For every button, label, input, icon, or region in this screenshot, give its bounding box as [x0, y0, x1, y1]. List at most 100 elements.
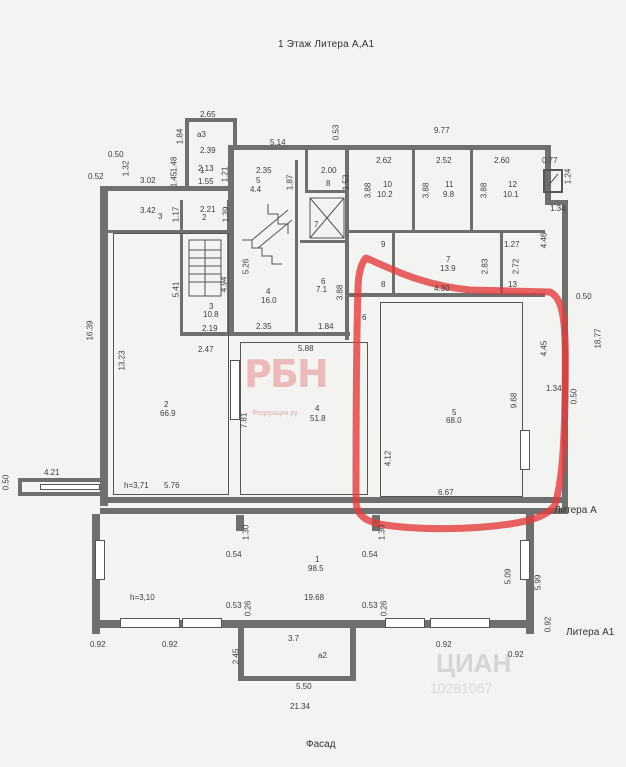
wall: [228, 145, 548, 150]
wall: [228, 145, 234, 335]
dim: 6.67: [438, 488, 454, 497]
dim: 1.55: [198, 177, 214, 186]
dim: 21.34: [290, 702, 311, 711]
cian-id-watermark: 10281067: [430, 680, 493, 696]
dim: 0.26: [379, 600, 389, 617]
dim: 5.09: [503, 568, 513, 585]
dim: 1.87: [285, 174, 295, 191]
staircase-icon: [188, 239, 222, 297]
room-4b-area: 51.8: [310, 414, 326, 423]
wall: [526, 514, 534, 634]
dim: 2.35: [256, 166, 272, 175]
dim: 3.7: [288, 634, 300, 643]
room-4-area: 16.0: [261, 296, 277, 305]
window: [520, 540, 530, 580]
dim: 1.27: [504, 240, 520, 249]
wall: [345, 230, 545, 233]
dim: 2.47: [198, 345, 214, 354]
dim: 18.77: [593, 328, 603, 349]
dim: 1.34: [550, 204, 566, 213]
wall: [392, 233, 395, 293]
dim: 19.68: [304, 593, 325, 602]
wall: [238, 676, 356, 681]
dim: 9.68: [509, 392, 519, 409]
window: [40, 484, 100, 490]
window: [520, 430, 530, 470]
dim: 5.50: [296, 682, 312, 691]
litera-a-label: Литера А: [554, 505, 597, 516]
wall: [470, 150, 473, 230]
wall: [180, 332, 350, 336]
small-stair-icon: [543, 169, 563, 193]
dim: 1.45: [169, 171, 179, 188]
wall: [100, 508, 568, 514]
dim: 1.48: [169, 156, 179, 173]
wall: [100, 186, 108, 506]
room-3-area: 10.8: [203, 310, 219, 319]
dim: 2.52: [436, 156, 452, 165]
window: [385, 618, 425, 628]
room-8-small-num: 8: [326, 179, 331, 188]
dim: 2.39: [200, 146, 216, 155]
wall: [545, 200, 565, 205]
dim: 2.13: [198, 164, 214, 173]
wall: [238, 628, 244, 680]
dim: 1.84: [175, 128, 185, 145]
dim: 3.88: [479, 182, 489, 199]
dim: 1.30: [241, 524, 251, 541]
room-2-outline: [113, 233, 229, 495]
dim: 2.83: [480, 258, 490, 275]
dim: 5.88: [298, 344, 314, 353]
litera-a1-label: Литера А1: [566, 627, 615, 638]
room-5b-num: 5: [452, 408, 457, 417]
room-1-area: 98.5: [308, 564, 324, 573]
wall: [545, 145, 551, 205]
dim: 0.77: [542, 156, 558, 165]
dim: 2.45: [231, 648, 241, 665]
dim: 4.94: [219, 276, 229, 293]
dim: 0.53: [226, 601, 242, 610]
room-7-small-num: 7: [314, 220, 319, 229]
room-9-num: 9: [381, 240, 386, 249]
dim: 0.92: [436, 640, 452, 649]
cian-watermark: ЦИАН: [436, 648, 512, 678]
dim: 2.35: [256, 322, 272, 331]
dim: 2.65: [200, 110, 216, 119]
window: [182, 618, 222, 628]
room-11-num: 11: [445, 180, 454, 189]
wall: [500, 233, 503, 293]
room-4-outline: [240, 342, 368, 495]
dim: 3.88: [335, 284, 345, 301]
room-12-area: 10.1: [503, 190, 519, 199]
window: [430, 618, 490, 628]
dim: 1.21: [220, 166, 230, 183]
wall: [345, 293, 545, 297]
dim: 9.77: [434, 126, 450, 135]
dim: 2.19: [202, 324, 218, 333]
staircase-icon: [242, 204, 293, 265]
dim: 4.30: [434, 284, 450, 293]
wall: [18, 478, 102, 482]
dim: 1.30: [377, 524, 387, 541]
dim: 0.26: [243, 600, 253, 617]
room-7-num: 7: [446, 255, 451, 264]
wall: [305, 190, 347, 193]
room-5-outline: [380, 302, 523, 497]
dim: 0.54: [226, 550, 242, 559]
dim: 5.99: [533, 574, 543, 591]
dim: 1.24: [563, 168, 573, 185]
plan-title: 1 Этаж Литера А,А1: [278, 39, 375, 50]
window: [95, 540, 105, 580]
dim: 0.50: [1, 474, 11, 491]
dim: 5.14: [270, 138, 286, 147]
dim: 7.81: [239, 412, 249, 429]
rbn-watermark: РБН: [244, 352, 329, 396]
wall: [412, 150, 415, 230]
dim: 4.46: [539, 232, 549, 249]
dim: 1.53: [341, 174, 351, 191]
room-12-num: 12: [508, 180, 517, 189]
room-a2-num: а2: [318, 651, 327, 660]
dim: 0.92: [90, 640, 106, 649]
room-8-num: 8: [381, 280, 386, 289]
